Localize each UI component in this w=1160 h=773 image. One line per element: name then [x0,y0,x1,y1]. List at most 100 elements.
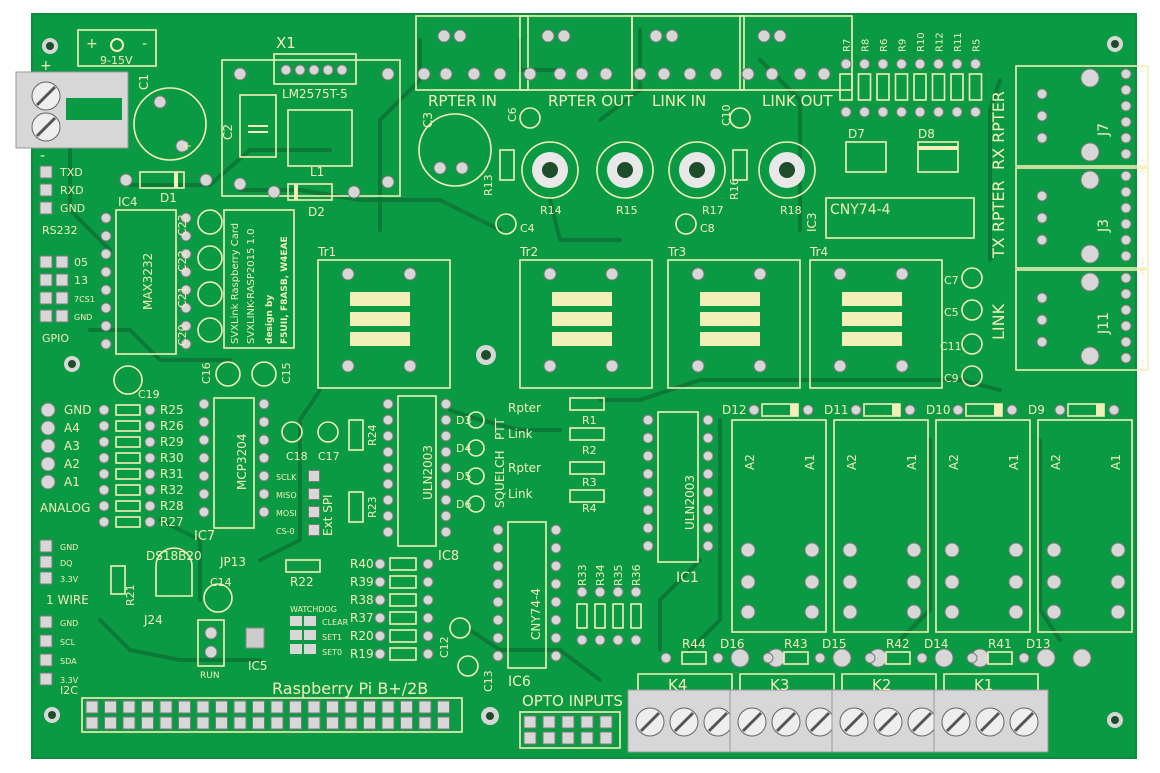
ic-pin [642,468,654,480]
onewire-pin-label: 3.3V [60,575,79,584]
analog-pin [40,402,56,418]
relay-pin [740,542,756,558]
terminal-slot [945,711,967,733]
ic-pin [642,504,654,516]
terminal-slot [911,711,933,733]
gpio-pin-label: 13 [74,274,88,287]
relay-pin [740,604,756,620]
opto-res-body [630,603,642,629]
transformer-core [350,312,410,326]
rpi-pin [400,716,413,730]
top-resistor-pad [951,58,963,70]
rpi-pin [400,700,413,714]
resistor-r23 [348,491,364,523]
top-resistor-pad [859,58,870,70]
analog-res-label: R29 [160,435,184,449]
ic7-label: IC7 [194,529,215,544]
opto-pin [523,731,537,745]
link-out-label: LINK OUT [762,92,833,110]
transformer-outline [519,259,653,389]
opto-pin [580,715,594,729]
ic-pin [642,432,654,444]
r21-label: R21 [124,584,137,606]
top-resistor-label: R8 [861,39,872,52]
rj45-pad [1120,116,1132,128]
rpi-pin [418,716,432,730]
gpio-pin [39,309,53,323]
rpi-pin [122,716,136,730]
ic-pin [100,320,112,332]
rj45-pad [1120,100,1132,112]
ic-pin [180,212,192,224]
rj45-pad [1120,352,1132,364]
analog-res-label: R26 [160,419,184,433]
ic-pin [492,614,504,626]
ic-pin [180,302,192,314]
potentiometers [521,141,816,199]
gpio-pin [39,273,53,287]
relay-pin [944,574,960,590]
relay-res-label: R41 [988,637,1012,651]
watchdog-jumpers: WATCHDOG CLEAR SET1 SET0 [290,605,349,657]
ic-pin [382,398,394,410]
analog-res-label: R32 [160,483,184,497]
analog-pin [40,474,56,490]
opto-header-outline [519,711,621,749]
c18-label: C18 [286,450,308,463]
capacitor-c16 [215,361,241,387]
led-label: D5 [456,470,471,483]
ic-pin [180,230,192,242]
mounting-holes [42,36,1123,728]
top-resistor-pad [877,106,889,118]
rpi-pin [381,716,395,730]
relay-a1-label: A1 [1007,454,1021,470]
power-voltage-label: 9-15V [100,54,133,67]
ic-pin [180,284,192,296]
ic5: IC5 [245,627,268,673]
j24-label: J24 [143,613,163,627]
ic-pin [702,414,714,426]
link-in-label: LINK IN [652,92,706,110]
analog-pin [40,420,56,436]
relay-pin [804,574,820,590]
ic8-res-body [389,593,417,607]
opto-res-pad [576,586,588,598]
watchdog-label: WATCHDOG [290,605,337,614]
onewire-label: 1 WIRE [46,593,89,607]
rpi-pin [215,716,228,730]
rs232-label: RS232 [42,224,78,237]
opto-pin [599,715,613,729]
top-resistor-pad [933,106,944,118]
analog-res-body [115,516,141,528]
relay-terminal-outline [943,673,1039,690]
rs232-pin-label: GND [60,202,85,215]
c17-label: C17 [318,450,340,463]
opto-res-body [576,603,588,629]
rpi-pin [363,700,376,714]
r15-label: R15 [616,204,638,217]
rj45-pad [1120,272,1132,284]
audio-jacks [415,15,853,91]
tx-rpter-label: TX RPTER [989,180,1008,259]
capacitor-c15 [251,361,277,387]
analog-res-body [115,404,141,416]
spi-pin [308,470,320,482]
led-outline [467,439,485,457]
rj45-pad [1120,170,1132,182]
relay-res-pad [966,652,978,664]
squelch-rpter-label: Rpter [508,461,541,475]
opto-res-pad [612,634,624,646]
ic-pin [258,470,270,482]
capacitor-c8 [675,213,697,235]
rs232-pin [39,183,53,197]
ic-pin [492,542,504,554]
rj45-pad [1120,304,1132,316]
j3-label: J3 [1096,219,1112,233]
ic-pin [492,524,504,536]
ic6-cny74: CNY74-4 IC6 [507,521,547,690]
watchdog-clear: CLEAR [322,618,349,627]
mcp3204-label: MCP3204 [235,433,249,490]
relay-pin [906,542,922,558]
relay-a2-label: A2 [845,454,859,470]
j7-label: J7 [1096,123,1112,137]
